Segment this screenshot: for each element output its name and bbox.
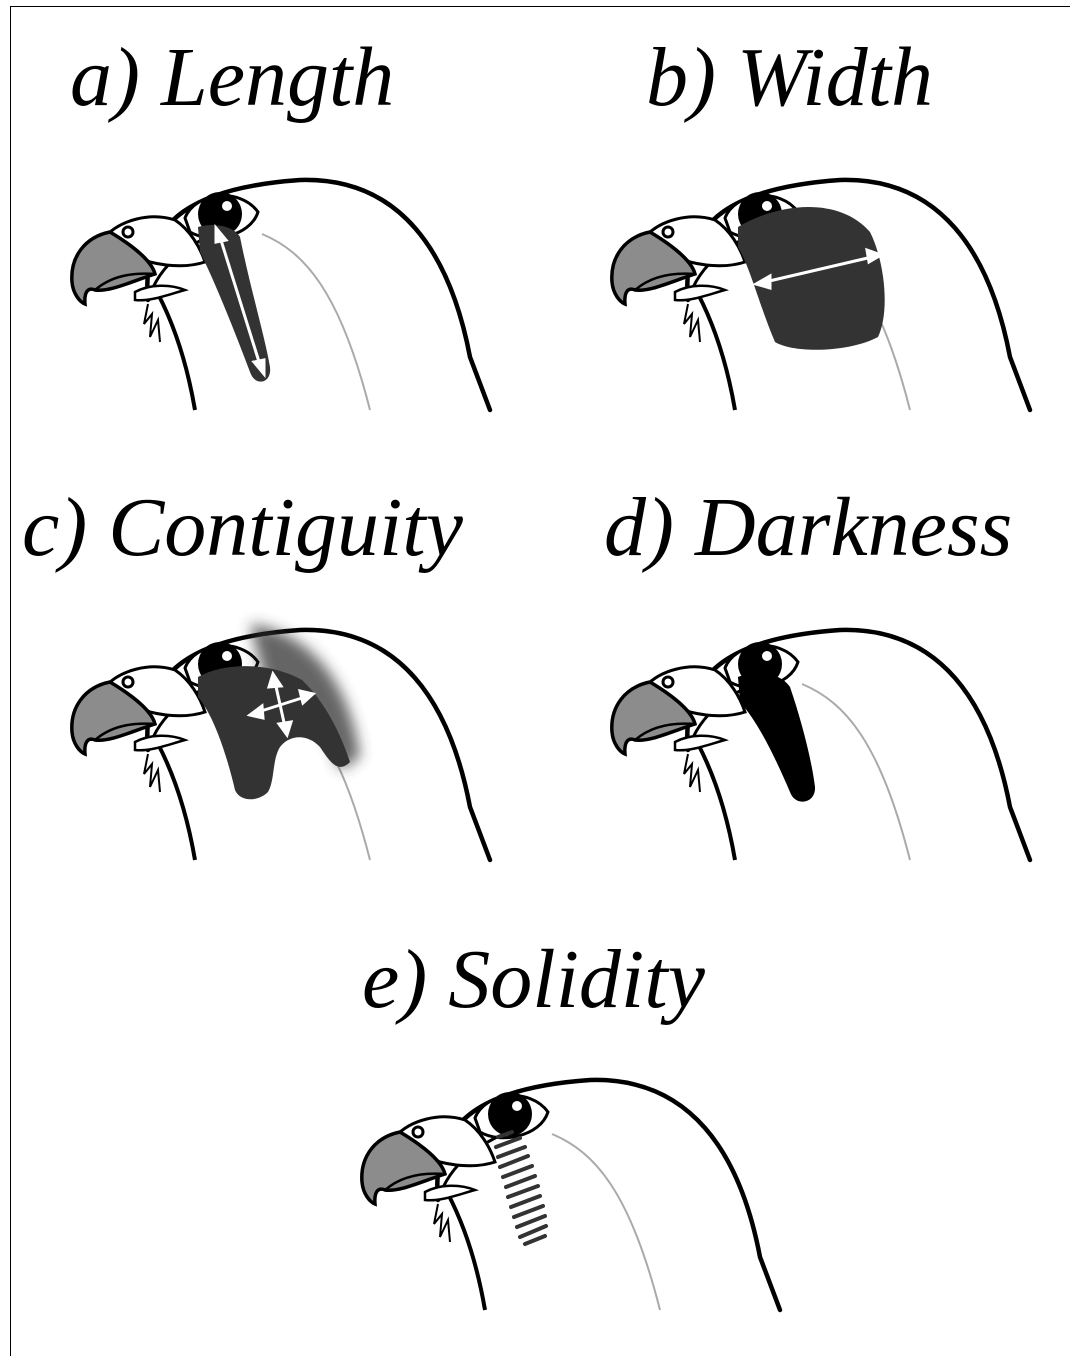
panel-e-falcon: [330, 962, 800, 1312]
panel-a-falcon: [40, 62, 510, 412]
malar-stripe-dark: [738, 673, 815, 802]
panel-b-falcon: [580, 62, 1050, 412]
panel-d-falcon: [580, 512, 1050, 862]
malar-patch-wide: [738, 207, 885, 350]
panel-c-falcon: [40, 512, 510, 862]
malar-stripe-streaked: [496, 1132, 546, 1244]
